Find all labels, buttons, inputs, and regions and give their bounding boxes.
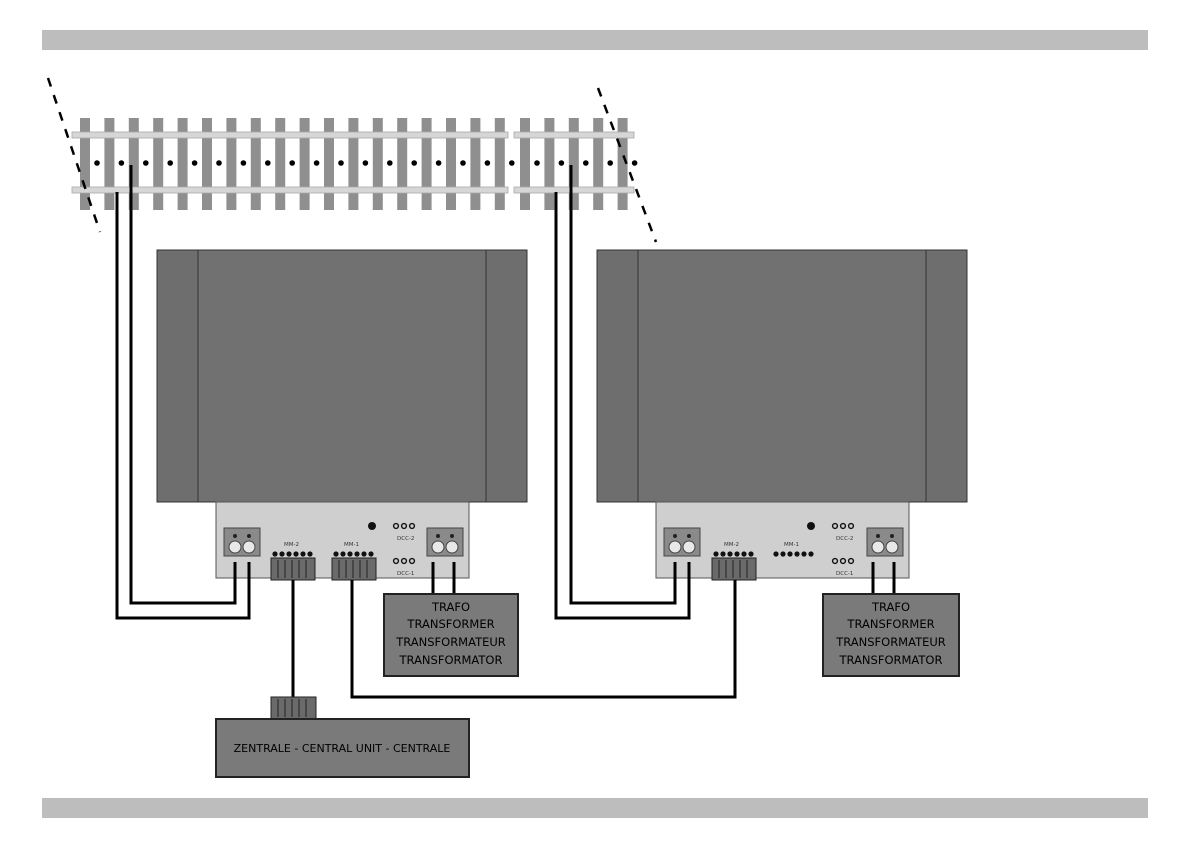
mm-right-label: MM-1 [344, 542, 359, 548]
pin-connector-icon [271, 697, 316, 719]
top-band [42, 30, 1148, 50]
track [48, 78, 656, 242]
module-right-center [638, 250, 926, 502]
trafo-line-3: TRANSFORMATEUR [395, 635, 506, 649]
track-dot [485, 160, 491, 166]
rail-top-left [72, 132, 508, 138]
trafo-line-3: TRANSFORMATEUR [835, 635, 946, 649]
track-dot [241, 160, 247, 166]
transformer-left: TRAFO TRANSFORMER TRANSFORMATEUR TRANSFO… [384, 594, 518, 676]
track-dot [314, 160, 320, 166]
module-left-center [198, 250, 486, 502]
dcc-bottom-label: DCC-1 [397, 571, 414, 577]
dcc-bottom-label: DCC-1 [836, 571, 853, 577]
track-dot [143, 160, 149, 166]
trafo-line-1: TRAFO [431, 600, 470, 614]
rail-top-right [514, 132, 634, 138]
track-dot [387, 160, 393, 166]
trafo-line-2: TRANSFORMER [846, 617, 934, 631]
module-left: MM-2 MM-1 DCC-2 DCC-1 [157, 250, 527, 580]
rail-bottom-right [514, 187, 634, 193]
led-indicator [807, 522, 815, 530]
track-dot [607, 160, 613, 166]
track-dot [436, 160, 442, 166]
track-dot [509, 160, 515, 166]
rail-bottom-left [72, 187, 508, 193]
track-dot [363, 160, 369, 166]
track-dot [338, 160, 344, 166]
module-right: MM-2 MM-1 DCC-2 DCC-1 [597, 250, 967, 580]
track-dot [167, 160, 173, 166]
track-dot [119, 160, 125, 166]
track-dot [289, 160, 295, 166]
central-unit: ZENTRALE - CENTRAL UNIT - CENTRALE [216, 697, 469, 777]
dcc-top-label: DCC-2 [397, 536, 414, 542]
track-dot [460, 160, 466, 166]
screw-terminal-icon [427, 528, 463, 556]
mm-left-label: MM-2 [724, 542, 739, 548]
mm-right-label: MM-1 [784, 542, 799, 548]
screw-terminal-icon [867, 528, 903, 556]
central-unit-label: ZENTRALE - CENTRAL UNIT - CENTRALE [234, 742, 451, 755]
track-dot [411, 160, 417, 166]
screw-terminal-icon [664, 528, 700, 556]
led-indicator [368, 522, 376, 530]
transformer-right: TRAFO TRANSFORMER TRANSFORMATEUR TRANSFO… [823, 594, 959, 676]
track-dot [94, 160, 100, 166]
track-center-dots [94, 160, 637, 166]
trafo-line-4: TRANSFORMATOR [839, 653, 943, 667]
cut-line-left [48, 78, 100, 232]
trafo-line-1: TRAFO [871, 600, 910, 614]
track-dot [216, 160, 222, 166]
track-dot [265, 160, 271, 166]
track-dot [192, 160, 198, 166]
mm-left-label: MM-2 [284, 542, 299, 548]
track-dot [583, 160, 589, 166]
trafo-line-2: TRANSFORMER [406, 617, 494, 631]
dcc-top-label: DCC-2 [836, 536, 853, 542]
bottom-band [42, 798, 1148, 818]
track-dot [534, 160, 540, 166]
trafo-line-4: TRANSFORMATOR [399, 653, 503, 667]
screw-terminal-icon [224, 528, 260, 556]
track-dot [559, 160, 565, 166]
track-dot [632, 160, 638, 166]
